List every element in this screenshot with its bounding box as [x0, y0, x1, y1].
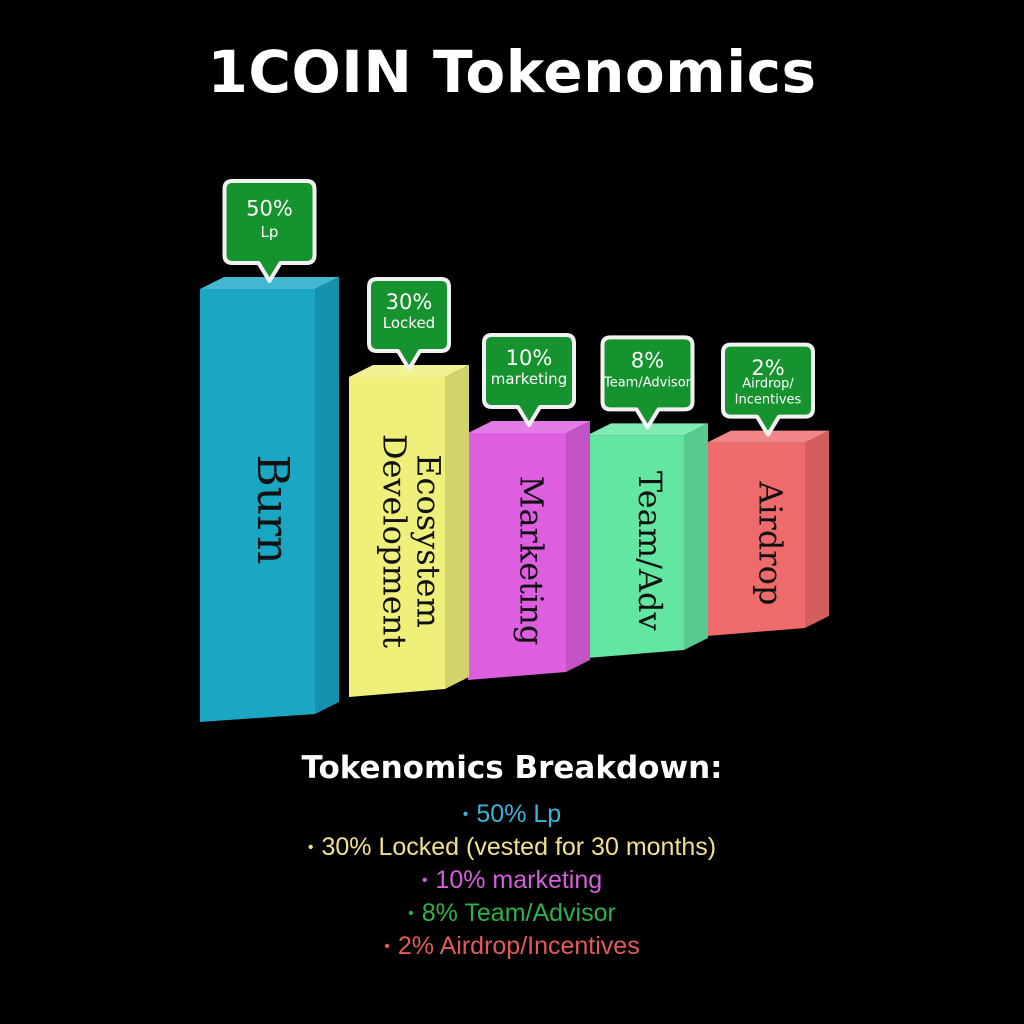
bar-label: Development	[376, 434, 414, 648]
callout-bubble	[367, 277, 451, 371]
bar-side	[805, 430, 829, 628]
bar-front	[468, 433, 566, 680]
bar-front	[349, 377, 445, 697]
bar-front	[587, 435, 684, 658]
bullet-icon: •	[307, 839, 314, 856]
bar-burn: Burn 50% Lp	[200, 179, 339, 722]
callout-label: marketing	[491, 370, 567, 388]
breakdown-title: Tokenomics Breakdown:	[301, 750, 723, 786]
callout-value: 10%	[506, 346, 553, 370]
callout-bubble	[721, 342, 815, 437]
bullet-icon: •	[408, 905, 414, 922]
bar-side	[566, 421, 590, 672]
breakdown-item: •50% Lp	[462, 800, 562, 828]
bullet-icon: •	[462, 806, 469, 823]
callout-label: Locked	[383, 314, 435, 332]
breakdown-list: •50% Lp •30% Locked (vested for 30 month…	[0, 798, 1024, 963]
value-callout: 50% Lp	[222, 179, 317, 283]
bar-front	[200, 289, 315, 722]
bullet-icon: •	[384, 938, 390, 955]
breakdown-item: •2% Airdrop/Incentives	[384, 932, 640, 960]
callout-label: Team/Advisor	[603, 375, 692, 390]
breakdown-item: •10% marketing	[421, 866, 603, 894]
bar-side	[445, 365, 469, 689]
callout-label: Incentives	[735, 393, 802, 408]
bar-top	[707, 430, 829, 443]
bar-label: Marketing	[513, 476, 551, 646]
bar-team-adv: Team/Adv 8% Team/Advisor	[587, 335, 708, 658]
value-callout: 10%marketing	[482, 333, 576, 427]
callout-label: Airdrop/	[742, 377, 794, 392]
breakdown-item: •8% Team/Advisor	[408, 899, 616, 927]
bar-label: Ecosystem	[409, 454, 447, 628]
bar-label: Burn	[247, 454, 298, 564]
chart-title: 1COIN Tokenomics	[207, 38, 817, 106]
callout-value: 30%	[386, 290, 433, 314]
bullet-icon: •	[421, 872, 428, 889]
bar-label: Team/Adv	[631, 471, 669, 631]
bar-airdrop: Airdrop 2%Airdrop/Incentives	[707, 342, 829, 636]
callout-value: 50%	[246, 196, 293, 220]
value-callout: 8% Team/Advisor	[600, 335, 695, 430]
bar-chart-3d: Airdrop2%Airdrop/IncentivesTeam/Adv8%Tea…	[200, 179, 829, 722]
callout-value: 2%	[751, 356, 784, 380]
bar-top	[349, 365, 469, 377]
bar-label: Airdrop	[752, 480, 790, 605]
callout-value: 8%	[631, 349, 664, 373]
bar-front	[707, 442, 805, 636]
bar-side	[684, 423, 708, 650]
value-callout: 2%Airdrop/Incentives	[721, 342, 815, 437]
callout-bubble	[482, 333, 576, 427]
callout-label: Lp	[261, 223, 279, 241]
value-callout: 30%Locked	[367, 277, 451, 371]
callout-bubble	[600, 335, 695, 430]
bar-side	[315, 277, 339, 714]
breakdown-item: •30% Locked (vested for 30 months)	[307, 833, 717, 861]
callout-bubble	[222, 179, 317, 283]
bar-marketing: Marketing 10%marketing	[468, 333, 590, 680]
